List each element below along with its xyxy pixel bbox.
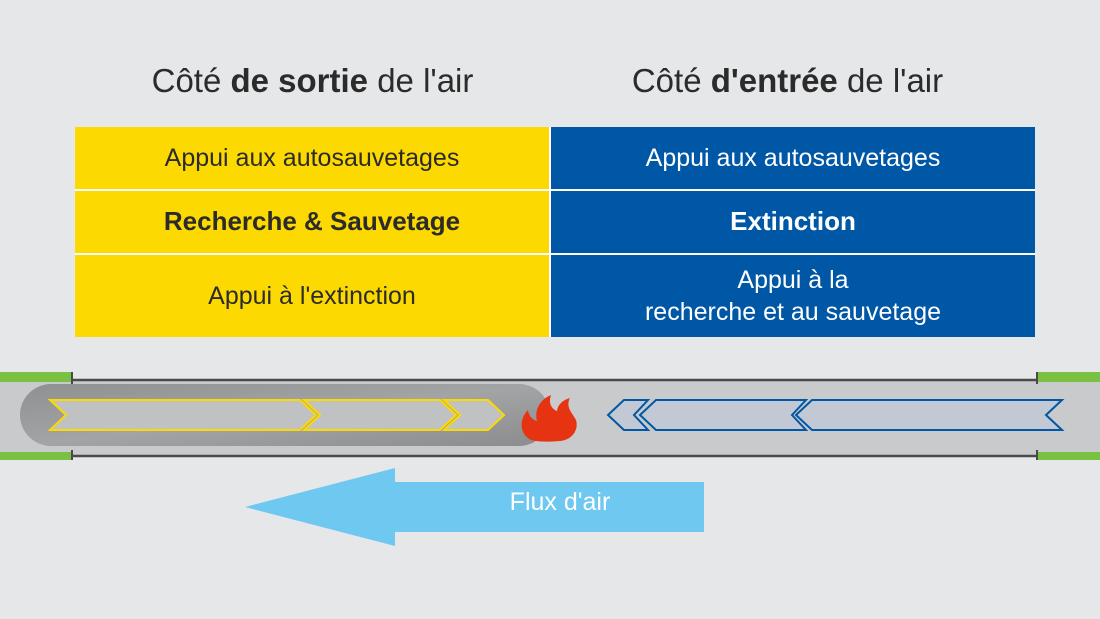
exit-side-arrows	[47, 399, 506, 431]
arrow-left-icon	[245, 468, 704, 546]
heading-emphasis: de sortie	[230, 62, 369, 99]
tunnel-portal-right	[1036, 372, 1100, 460]
exit-side-row-3: Appui à l'extinction	[75, 255, 549, 337]
airflow-label: Flux d'air	[509, 488, 611, 516]
heading-prefix: Côté	[151, 62, 231, 99]
heading-suffix: de l'air	[368, 62, 474, 99]
entry-side-row-3-line-2: recherche et au sauvetage	[644, 298, 942, 326]
heading-emphasis: d'entrée	[710, 62, 838, 99]
fire-icon	[521, 395, 577, 442]
entry-side-row-1: Appui aux autosauvetages	[551, 127, 1035, 189]
heading-prefix: Côté	[631, 62, 711, 99]
entry-side-arrows	[606, 399, 1065, 431]
tunnel-portal-left	[0, 372, 73, 460]
tunnel-diagram	[0, 372, 1100, 460]
entry-side-heading: Côté d'entrée de l'air	[550, 62, 1025, 100]
entry-side-row-3-line-1: Appui à la	[737, 265, 849, 294]
heading-suffix: de l'air	[837, 62, 944, 99]
exit-side-row-1: Appui aux autosauvetages	[75, 127, 549, 189]
entry-side-row-3: Appui à la recherche et au sauvetage	[551, 255, 1035, 337]
entry-side-row-2: Extinction	[551, 191, 1035, 253]
exit-side-heading: Côté de sortie de l'air	[75, 62, 550, 100]
exit-side-row-2: Recherche & Sauvetage	[75, 191, 549, 253]
tasks-table: Appui aux autosauvetages Appui aux autos…	[75, 127, 1035, 337]
